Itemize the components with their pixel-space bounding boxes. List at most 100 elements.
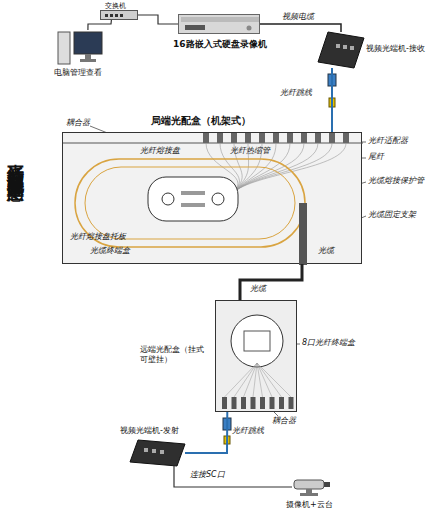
- drawing-part: [259, 133, 265, 143]
- drawing-part: [257, 363, 263, 397]
- diagram-title: 光纤监控一网段配置示意图: [6, 150, 26, 174]
- node-text: 16路嵌入式硬盘录像机: [173, 39, 267, 50]
- drawing-part: [105, 14, 108, 17]
- dvr-box: 16路嵌入式硬盘录像机: [178, 14, 260, 34]
- drawing-part: [329, 98, 335, 107]
- drawing-part: [181, 203, 205, 207]
- drawing-part: [343, 45, 347, 49]
- node-text: 摄像机+云台: [286, 500, 333, 510]
- callout-label: 8口光纤终端盒: [302, 338, 355, 348]
- drawing-part: [300, 493, 318, 496]
- node-text: 视频光端机-发射: [120, 426, 179, 436]
- callout-label: 耦合器: [66, 118, 90, 128]
- drawing-part: [260, 397, 265, 409]
- drawing-part: [350, 46, 354, 50]
- drawing-part: [253, 363, 257, 397]
- cable-connector: [240, 264, 302, 300]
- drawing-part: [241, 397, 246, 409]
- transmitter-box: 视频光端机-发射: [130, 440, 185, 466]
- drawing-part: [224, 436, 230, 444]
- callout-label: 光纤熔接盘: [140, 146, 180, 156]
- drawing-part: [324, 482, 330, 487]
- drawing-part: [231, 133, 237, 143]
- drawing-part: [223, 418, 231, 430]
- drawing-part: [115, 14, 118, 17]
- callout-label: 光缆熔接保护管: [368, 176, 424, 186]
- drawing-part: [217, 133, 223, 143]
- computer-box: 电脑管理查看: [58, 30, 102, 64]
- drawing-part: [110, 14, 113, 17]
- drawing-part: [301, 133, 307, 143]
- drawing-part: [273, 133, 279, 143]
- device-art: [63, 133, 363, 265]
- cable-connector: [331, 68, 333, 132]
- switch-box: 交换机: [100, 10, 138, 20]
- drawing-part: [74, 32, 102, 54]
- drawing-part: [315, 133, 321, 143]
- drawing-part: [234, 363, 257, 397]
- callout-label: 光缆固定支架: [368, 210, 416, 220]
- callout-label: 连接SC口: [190, 470, 225, 480]
- drawing-part: [299, 203, 307, 265]
- node-text: 电脑管理查看: [54, 68, 102, 78]
- drawing-part: [222, 397, 227, 409]
- edge-label: 光缆: [250, 284, 266, 294]
- callout-label: 尾纤: [368, 152, 384, 162]
- cable-connector: [185, 412, 227, 453]
- drawing-part: [203, 133, 209, 143]
- edge-label: 光纤跳线: [232, 426, 264, 436]
- remote-box: 远端光配盒（挂式可壁挂）: [215, 300, 297, 412]
- device-art: [101, 11, 139, 21]
- drawing-part: [181, 17, 259, 22]
- drawing-part: [85, 167, 295, 239]
- drawing-part: [212, 193, 224, 205]
- drawing-part: [257, 363, 291, 397]
- drawing-part: [287, 133, 293, 143]
- cable-connector: [174, 466, 292, 487]
- drawing-part: [270, 397, 275, 409]
- callout-label: 光纤热缩管: [230, 146, 270, 156]
- cable-connector: [260, 24, 341, 32]
- drawing-part: [336, 44, 340, 48]
- drawing-part: [251, 397, 256, 409]
- edge-label: 光纤跳线: [280, 88, 312, 98]
- edge-label: 视频电缆: [282, 12, 314, 22]
- callout-label: 光缆终端盒: [90, 246, 130, 256]
- drawing-part: [244, 331, 270, 351]
- callout-label: 光纤适配器: [368, 136, 408, 146]
- drawing-part: [58, 32, 70, 64]
- drawing-part: [289, 397, 294, 409]
- drawing-part: [160, 450, 164, 454]
- device-art: [292, 478, 332, 496]
- camera-box: 摄像机+云台: [292, 478, 332, 496]
- drawing-part: [343, 133, 349, 143]
- drawing-part: [181, 191, 205, 195]
- drawing-part: [152, 449, 156, 453]
- callout-label: 耦合器: [272, 416, 296, 426]
- drawing-part: [148, 177, 238, 221]
- drawing-part: [279, 397, 284, 409]
- node-text: 交换机: [105, 2, 126, 10]
- drawing-part: [162, 193, 174, 205]
- drawing-part: [130, 440, 185, 466]
- drawing-part: [329, 133, 335, 143]
- node-text: 远端光配盒（挂式可壁挂）: [140, 345, 210, 364]
- drawing-part: [244, 363, 258, 397]
- drawing-part: [328, 74, 336, 86]
- cable-connector: [88, 20, 111, 30]
- rack-box: 局端光配盒（机架式）: [62, 132, 362, 264]
- drawing-part: [257, 363, 282, 397]
- drawing-part: [80, 59, 96, 62]
- drawing-part: [85, 54, 91, 59]
- drawing-part: [185, 25, 205, 30]
- callout-label: 光缆: [318, 246, 334, 256]
- device-art: [216, 301, 298, 413]
- cable-connector: [138, 15, 178, 24]
- drawing-part: [231, 315, 283, 367]
- device-art: [318, 32, 364, 68]
- device-art: [130, 440, 185, 466]
- drawing-part: [294, 480, 324, 489]
- receiver-box: 视频光端机-接收: [318, 32, 364, 68]
